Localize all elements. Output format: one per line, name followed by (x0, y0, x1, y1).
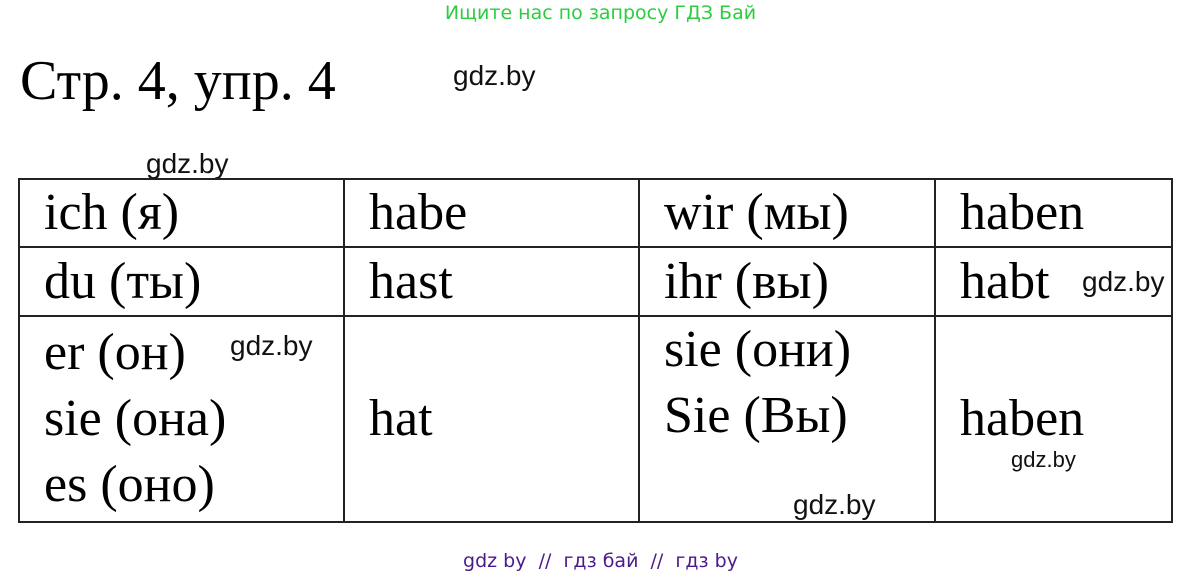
watermark: gdz.by (146, 148, 229, 179)
verb-singular-cell: hast (343, 246, 640, 317)
pronoun-plural-cell: sie (они) Sie (Вы) (638, 315, 936, 523)
verb-plural-cell: haben (934, 315, 1173, 523)
verb-text: habe (369, 184, 468, 241)
pronoun-text: ihr (вы) (664, 252, 829, 310)
table-row: du (ты) hast ihr (вы) habt (18, 246, 1173, 317)
search-hint-banner: Ищите нас по запросу ГДЗ Бай (444, 2, 757, 24)
pronoun-singular-cell: ich (я) (18, 178, 345, 248)
watermark: gdz.by (1082, 266, 1165, 297)
pronoun-text: du (ты) (44, 252, 202, 310)
pronoun-plural-cell: ihr (вы) (638, 246, 936, 317)
watermark: gdz.by (1011, 447, 1076, 472)
pronoun-text: wir (мы) (664, 184, 849, 241)
conjugation-table: ich (я) habe wir (мы) haben du (ты) hast… (18, 178, 1173, 523)
verb-text: hat (369, 390, 433, 447)
verb-singular-cell: habe (343, 178, 640, 248)
pronoun-text: sie (она) (44, 390, 227, 447)
verb-text: hast (369, 252, 453, 310)
verb-text: haben (960, 390, 1085, 447)
verb-plural-cell: habt (934, 246, 1173, 317)
page-title: Стр. 4, упр. 4 (20, 50, 336, 112)
pronoun-text: Sie (Вы) (664, 387, 848, 444)
verb-plural-cell: haben (934, 178, 1173, 248)
pronoun-text: es (оно) (44, 456, 215, 513)
verb-text: habt (960, 252, 1050, 310)
table-row: ich (я) habe wir (мы) haben (18, 178, 1173, 248)
verb-text: haben (960, 184, 1085, 241)
footer-links: gdz by // гдз бай // гдз by (463, 550, 738, 572)
pronoun-singular-cell: er (он) sie (она) es (оно) (18, 315, 345, 523)
pronoun-text: er (он) (44, 324, 186, 381)
pronoun-text: sie (они) (664, 321, 852, 378)
watermark: gdz.by (230, 330, 313, 361)
pronoun-text: ich (я) (44, 184, 180, 241)
table-row: er (он) sie (она) es (оно) hat sie (они)… (18, 315, 1173, 523)
pronoun-plural-cell: wir (мы) (638, 178, 936, 248)
watermark: gdz.by (453, 60, 536, 91)
verb-singular-cell: hat (343, 315, 640, 523)
pronoun-singular-cell: du (ты) (18, 246, 345, 317)
watermark: gdz.by (793, 489, 876, 520)
